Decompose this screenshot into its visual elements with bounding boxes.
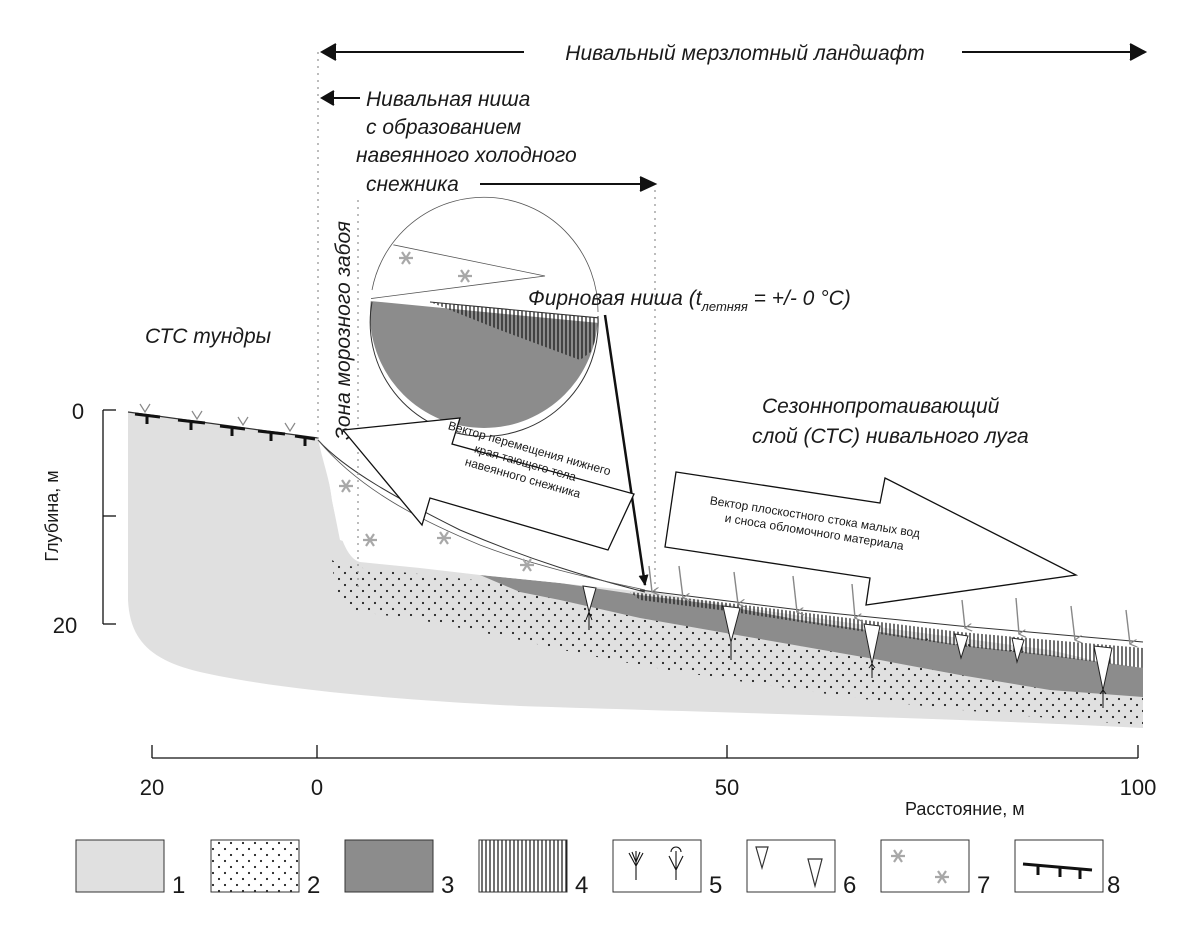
niche-span-arrows: [320, 90, 658, 192]
legend-label-5: 5: [709, 872, 722, 899]
legend-swatch-5: [612, 839, 702, 893]
y-axis: 0 20 Глубина, м: [42, 399, 116, 638]
snow-star-icon: [891, 849, 949, 884]
x-tick-100: 100: [1120, 775, 1157, 800]
legend-label-6: 6: [843, 872, 856, 899]
ice-wedge-icon: [755, 846, 823, 889]
legend-label-2: 2: [307, 872, 320, 899]
cross-section: [127, 403, 1144, 728]
x-tick-50: 50: [715, 775, 739, 800]
vector-right-arrow: Вектор плоскостного стока малых вод и сн…: [664, 471, 1079, 606]
landscape-title: Нивальный мерзлотный ландшафт: [565, 42, 924, 65]
frost-zone-label: Зона морозного забоя: [332, 221, 355, 440]
legend-label-3: 3: [441, 872, 454, 899]
legend: 1 2 3 4 5 6 7: [75, 839, 1120, 899]
magnifier-inset: [369, 196, 599, 437]
snow-patch-body: [318, 440, 645, 592]
tundra-label: СТС тундры: [145, 325, 272, 348]
x-axis-title: Расстояние, м: [905, 799, 1025, 819]
snow-stars: [339, 479, 534, 572]
legend-label-1: 1: [172, 872, 185, 899]
legend-label-7: 7: [977, 872, 990, 899]
y-axis-title: Глубина, м: [42, 470, 62, 561]
landscape-span-arrow: [319, 43, 1148, 61]
x-tick-0: 0: [311, 775, 323, 800]
x-tick-20: 20: [140, 775, 164, 800]
legend-swatch-7: [880, 839, 970, 893]
ice-wedges: [582, 585, 1113, 691]
tundra-hatch-icon: [1022, 862, 1093, 879]
legend-swatch-2: [210, 839, 300, 893]
tundra-hatch-marks: [134, 412, 316, 446]
ice-vein-icon: [628, 846, 684, 880]
x-axis: 20 0 50 100 Расстояние, м: [140, 745, 1157, 819]
legend-label-4: 4: [575, 872, 588, 899]
legend-label-8: 8: [1107, 872, 1120, 899]
legend-swatch-4: [478, 839, 568, 893]
firn-niche-label: Фирновая ниша (tлетняя = +/- 0 °C): [528, 287, 851, 314]
dotted-guides: [317, 52, 656, 592]
legend-swatch-1: [75, 839, 165, 893]
y-tick-20: 20: [53, 613, 77, 638]
dark-active-layer: [480, 575, 1143, 697]
meadow-label: Сезоннопротаивающий слой (СТС) нивальног…: [752, 395, 1029, 448]
firn-pointer-arrow: [603, 314, 649, 586]
runoff-arrows: [648, 565, 1130, 644]
niche-label: Нивальная ниша с образованием навеянного…: [356, 88, 583, 196]
y-tick-0: 0: [72, 399, 84, 424]
dotted-deposit-layer: [332, 560, 1143, 725]
legend-swatch-3: [344, 839, 434, 893]
